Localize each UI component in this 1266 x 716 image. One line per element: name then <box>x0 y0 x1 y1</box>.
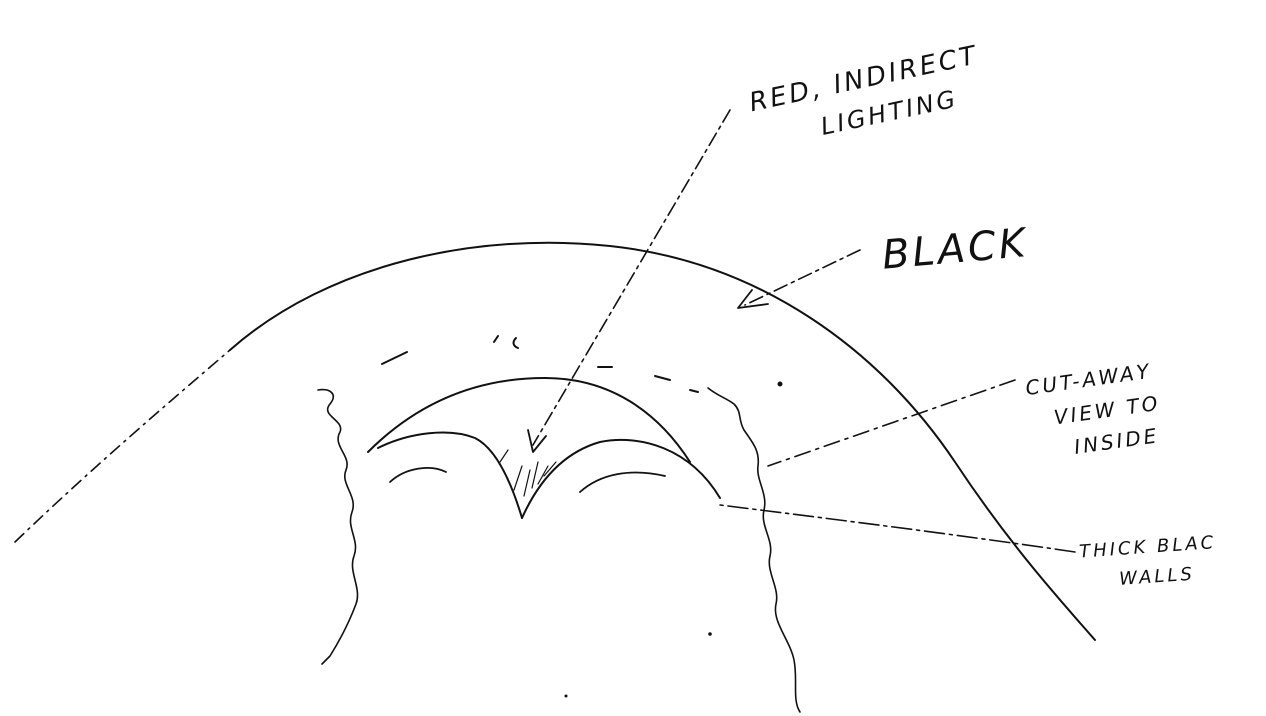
leader-walls <box>720 505 1075 552</box>
outer-dome-left <box>15 350 230 542</box>
label-cutaway-line2: VIEW TO <box>1052 391 1162 430</box>
label-black: BLACK <box>880 220 1030 279</box>
inner-rim-dashes <box>382 336 782 392</box>
wall-arch-right <box>522 440 720 518</box>
stray-dot-1 <box>708 632 712 636</box>
outer-dome-main <box>230 243 1095 640</box>
leader-black <box>745 250 860 305</box>
lighting-hatch <box>500 450 556 496</box>
label-cutaway-line3: INSIDE <box>1073 423 1161 459</box>
label-walls-line2: WALLS <box>1119 564 1196 590</box>
label-walls: THICK BLAC WALLS <box>1079 532 1219 592</box>
leader-cutaway <box>768 380 1015 466</box>
label-walls-line1: THICK BLAC <box>1079 532 1217 563</box>
cutaway-edge-left <box>318 390 358 664</box>
wall-inner-right <box>580 473 665 492</box>
wall-inner-left <box>390 468 446 482</box>
leader-lighting-arrowhead <box>528 430 546 452</box>
label-cutaway: CUT-AWAY VIEW TO INSIDE <box>1024 358 1166 464</box>
leader-black-arrowhead <box>738 290 768 308</box>
stray-dot-2 <box>565 695 568 698</box>
inner-dome <box>368 378 690 462</box>
leader-lighting <box>533 110 730 445</box>
label-lighting: RED, INDIRECT LIGHTING <box>747 40 989 154</box>
cutaway-edge-right <box>708 388 800 712</box>
